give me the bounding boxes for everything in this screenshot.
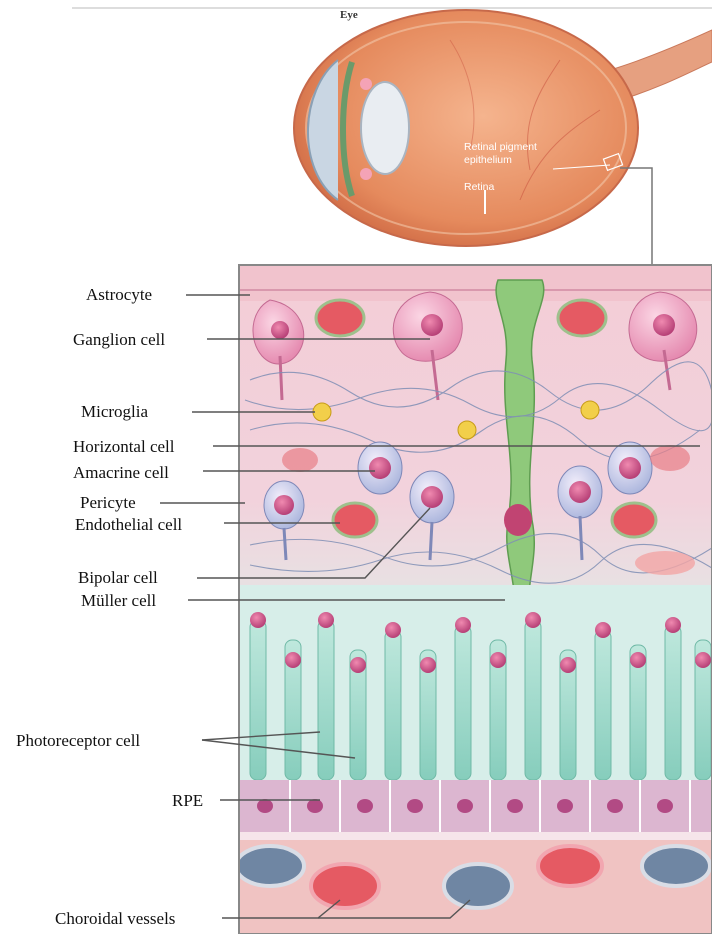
rpe-layer [239,780,712,840]
label-choroidal-vessels: Choroidal vessels [55,909,175,928]
rpe-label-box [78,790,228,826]
label-amacrine-cell: Amacrine cell [73,463,169,482]
lens [361,82,409,174]
label-rpe: RPE [172,791,203,810]
label-rpe-eye-1: Retinal pigment [464,141,537,153]
label-retina-eye: Retina [464,181,495,193]
eye-title: Eye [340,9,358,21]
label-rpe-eye-2: epithelium [464,154,512,166]
photoreceptor-layer [239,585,712,785]
label-microglia: Microglia [81,402,148,421]
label-pericyte: Pericyte [80,493,136,512]
label-ganglion-cell: Ganglion cell [73,330,165,349]
eye-illustration [294,10,712,266]
label-astrocyte: Astrocyte [86,285,152,304]
label-photoreceptor-cell: Photoreceptor cell [16,731,140,750]
label-endothelial-cell: Endothelial cell [75,515,182,534]
label-bipolar-cell: Bipolar cell [78,568,158,587]
label-horizontal-cell: Horizontal cell [73,437,175,456]
choroid-layer [236,840,712,934]
zoom-connector [620,168,652,266]
nerve-fiber-layer [239,265,712,301]
label-muller-cell: Müller cell [81,591,156,610]
